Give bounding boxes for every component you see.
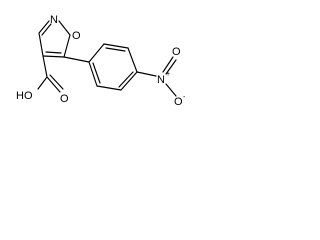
nitro-oxygen-down-label: O	[174, 96, 183, 108]
bond-c4-ccarboxyl	[42, 55, 48, 78]
nitro-nitrogen-label: N	[157, 74, 165, 86]
nitro-nitrogen-charge: +	[166, 71, 170, 78]
bond-c-o-double-1	[46, 76, 61, 93]
nitro-oxygen-up-label: O	[172, 46, 181, 58]
bond-c3-n-double	[41, 23, 52, 36]
bond-n-o-down	[165, 83, 177, 97]
acid-carbonyl-oxygen-label: O	[60, 93, 69, 105]
bond-ar-4-inner	[118, 71, 134, 88]
bond-ar-4	[120, 71, 138, 91]
structure-diagram: N O HO O N + O O -	[16, 14, 186, 108]
bond-o-c5	[63, 34, 71, 58]
bond-c-oh	[37, 76, 48, 90]
isoxazole-ring	[38, 20, 71, 58]
bond-ar-nitro	[136, 71, 157, 77]
acid-hydroxyl-label: HO	[16, 90, 33, 102]
bond-c4-c3	[38, 32, 44, 57]
nitro-oxygen-charge: -	[183, 94, 186, 101]
bond-ar-3	[127, 47, 138, 73]
molecule-canvas: N O HO O N + O O -	[0, 0, 204, 142]
bond-ar-2-inner	[105, 47, 126, 52]
nitro-group	[136, 56, 177, 97]
bond-ar-2	[103, 43, 129, 49]
bond-c-o-double-2	[49, 74, 64, 90]
bond-n-o-up-double	[165, 59, 177, 75]
bond-c5-phenyl	[63, 56, 90, 63]
bond-n-o	[58, 20, 71, 36]
bond-c3-n	[38, 20, 50, 34]
bond-c5-c4	[42, 55, 65, 58]
bond-ar-5	[96, 85, 122, 91]
carboxylic-acid-group	[37, 55, 64, 93]
bond-n-o-up	[162, 56, 174, 73]
benzene-ring	[88, 43, 138, 91]
bond-ar-1	[88, 43, 105, 63]
ring-oxygen-label: O	[72, 30, 81, 42]
bond-ar-6-inner	[92, 62, 101, 84]
ring-nitrogen-label: N	[50, 14, 58, 26]
bond-ar-6	[88, 61, 98, 87]
bond-c5-c4-double	[45, 51, 62, 54]
